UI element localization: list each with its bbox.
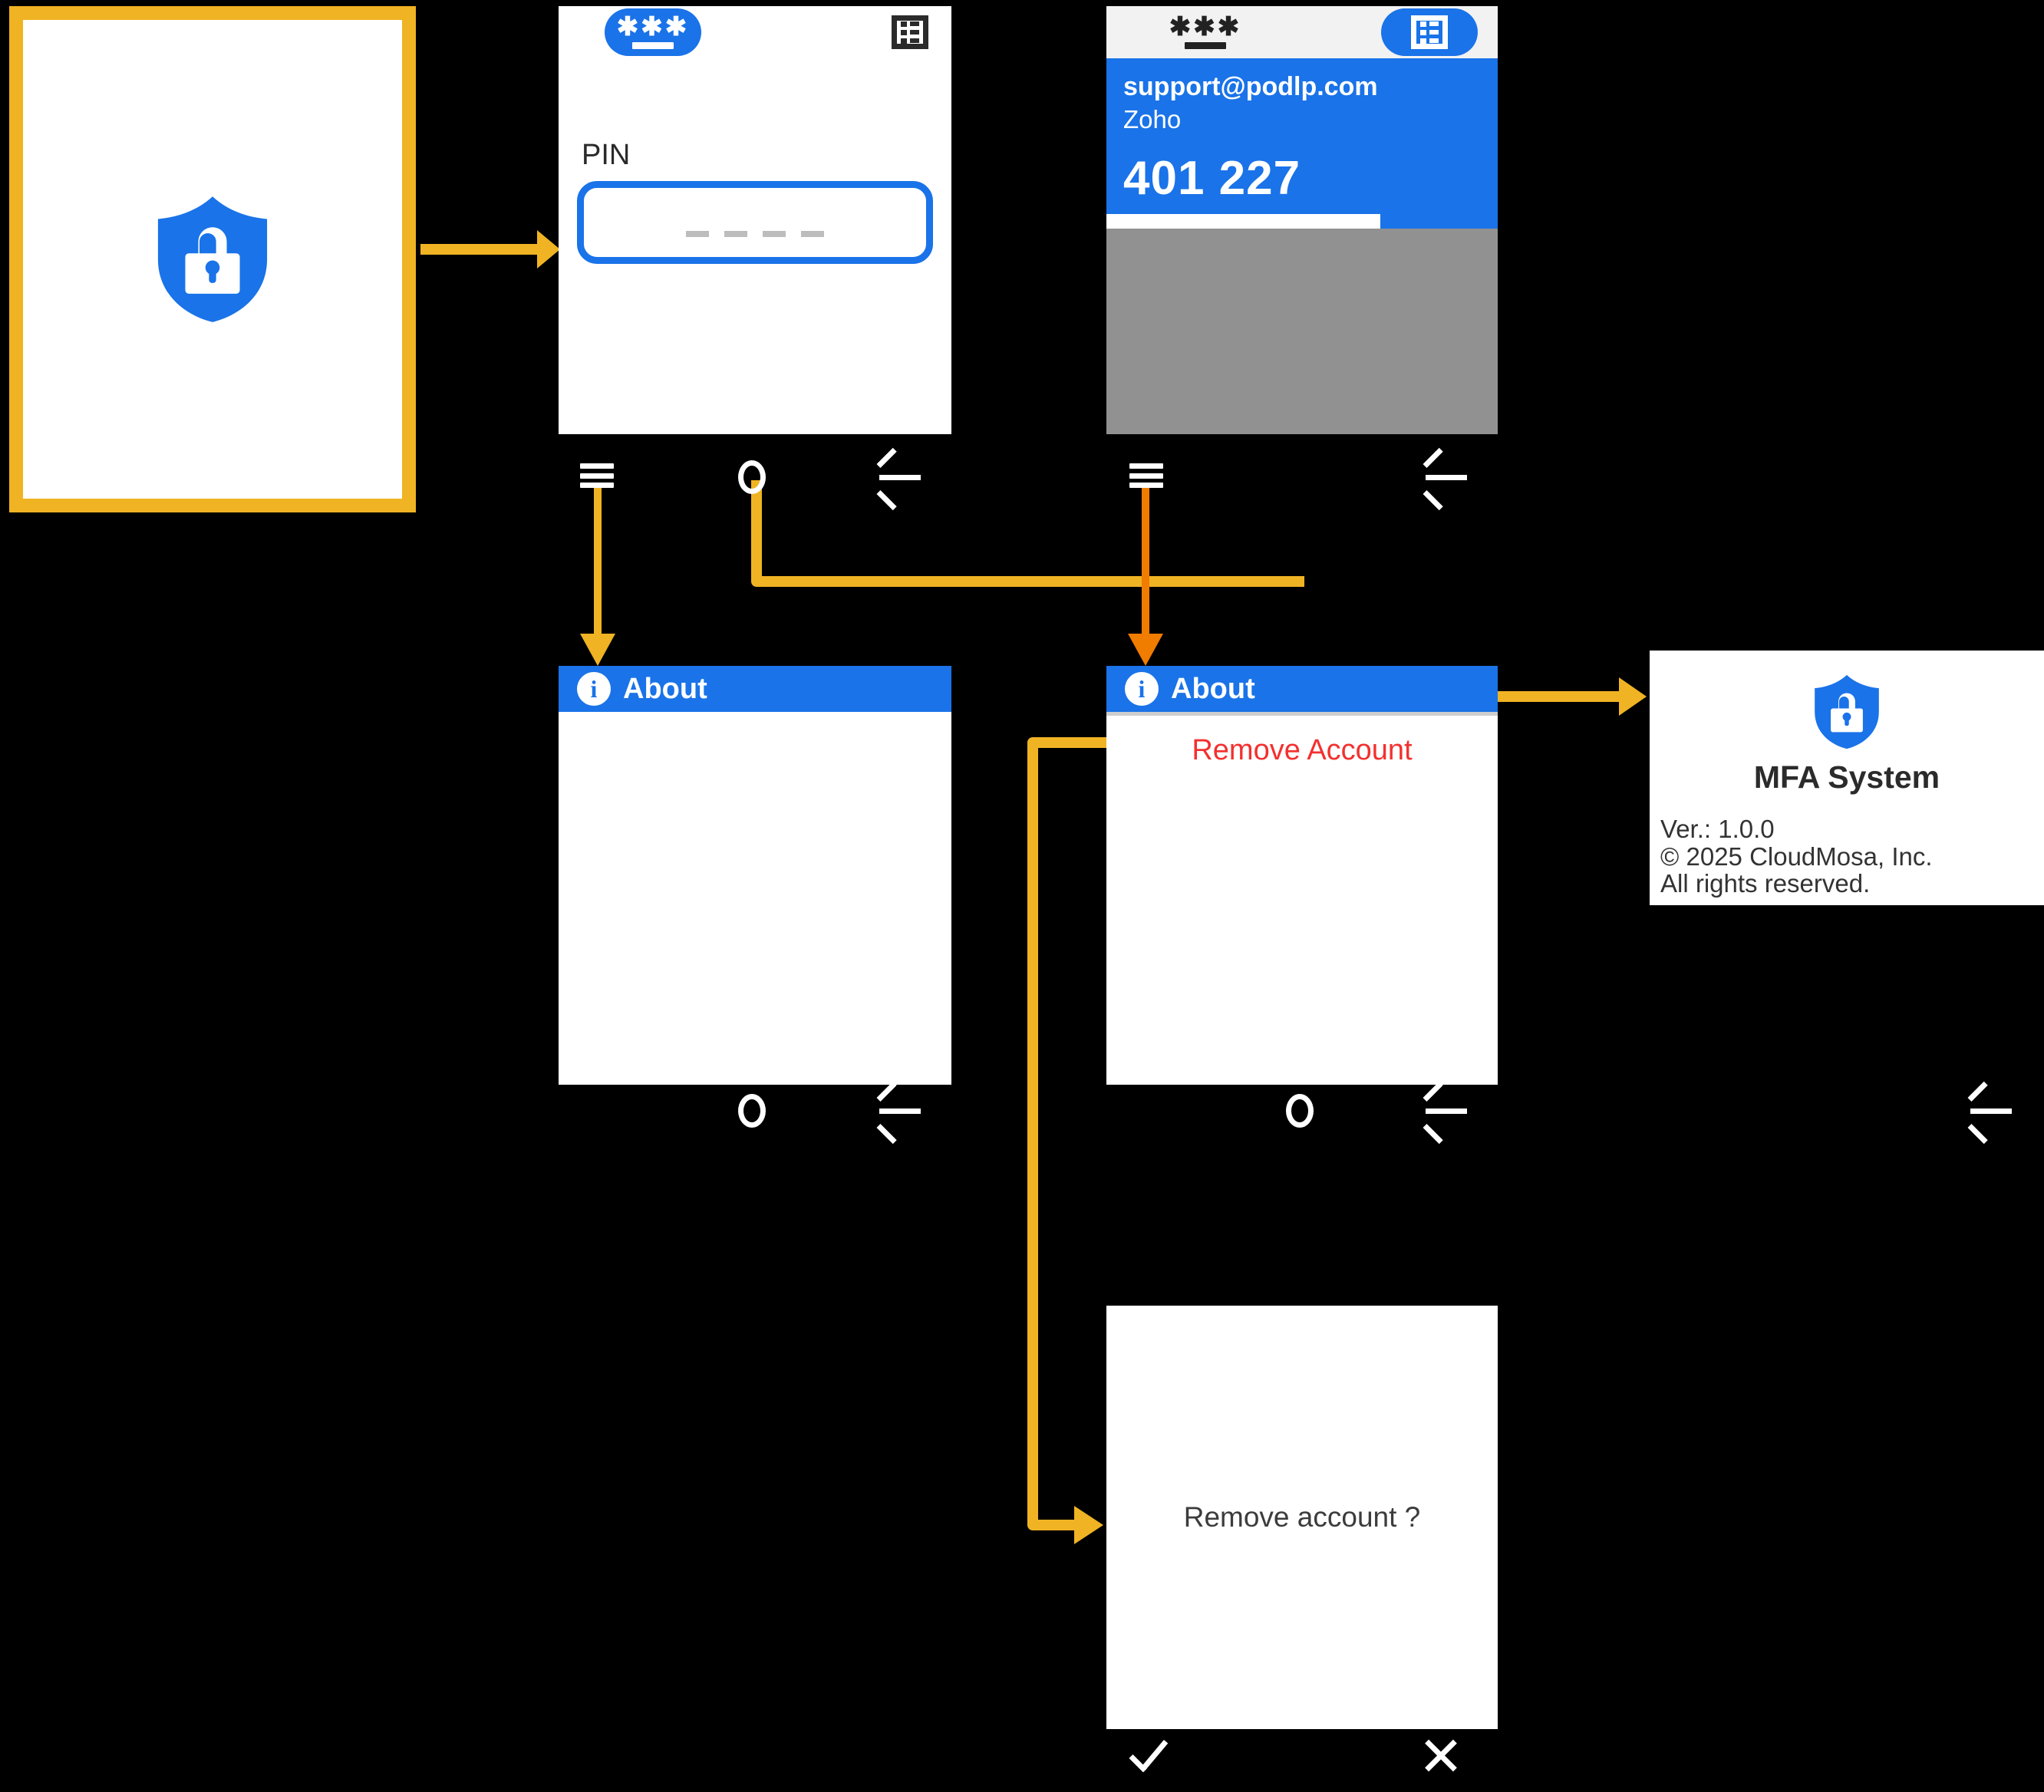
divider [1106,712,1498,716]
password-stars: ✱✱✱ [616,12,690,41]
rights-line: All rights reserved. [1660,869,1871,898]
otp-account-card[interactable]: support@podlp.com Zoho 401 227 [1106,58,1498,229]
password-underline [1185,42,1226,50]
pin-dash [801,231,824,237]
copyright-line: © 2025 CloudMosa, Inc. [1660,842,1933,871]
shield-lock-icon [157,196,268,322]
info-icon: i [1125,672,1159,706]
otp-toolbar: ✱✱✱ [1106,6,1498,58]
pin-screen: ✱✱✱ PIN [559,6,951,434]
about-header: i About [559,666,951,712]
copyright-block: Ver.: 1.0.0 © 2025 CloudMosa, Inc. All r… [1650,815,1933,898]
about-title: About [623,672,707,705]
connector-pin-menu-to-about [580,483,615,666]
pin-navbar [559,447,951,511]
confirm-button[interactable] [1129,1737,1171,1774]
mfa-info-navbar [1650,1081,2044,1145]
account-issuer: Zoho [1123,105,1182,133]
home-button[interactable] [738,1094,766,1128]
home-circle-icon [738,1094,766,1128]
back-button[interactable] [1966,1081,2013,1145]
shield-lock-icon [1815,674,1879,749]
home-button[interactable] [1286,1094,1314,1128]
about-left-navbar [559,1081,951,1145]
pin-label: PIN [582,139,631,171]
hamburger-icon [1129,463,1163,488]
otp-progress-bar [1106,214,1498,229]
list-view-icon[interactable] [1381,8,1478,56]
info-icon: i [577,672,611,706]
connector-about-to-mfa-info [1498,677,1647,716]
back-button[interactable] [1421,1081,1469,1145]
password-stars: ✱✱✱ [1169,12,1242,41]
pin-dash [686,231,709,237]
otp-empty-list-area [1106,229,1498,434]
version-line: Ver.: 1.0.0 [1660,815,1775,843]
otp-code: 401 227 [1123,152,1301,205]
back-button[interactable] [875,1081,922,1145]
back-arrow-icon [875,447,922,511]
remove-account-confirm-screen: Remove account ? [1106,1306,1498,1729]
home-circle-icon [1286,1094,1314,1128]
about-screen-right: i About Remove Account [1106,666,1498,1085]
about-title: About [1171,672,1255,705]
about-right-navbar [1106,1081,1498,1145]
list-view-icon[interactable] [892,15,928,49]
connector-otp-menu-to-about [1128,483,1163,666]
cancel-button[interactable] [1423,1737,1459,1774]
close-x-icon [1423,1737,1459,1774]
connector-splash-to-pin [420,230,560,268]
account-email: support@podlp.com [1123,72,1378,101]
password-underline [632,42,674,50]
pin-input[interactable] [577,181,933,264]
pin-dash [724,231,747,237]
back-arrow-icon [1966,1081,2013,1145]
menu-button[interactable] [580,463,614,488]
about-screen-left: i About [559,666,951,1085]
home-button[interactable] [738,460,766,494]
list-glyph [1411,15,1448,49]
otp-progress-fill [1106,214,1380,229]
back-arrow-icon [1421,447,1469,511]
back-button[interactable] [875,447,922,511]
otp-navbar [1106,447,1498,511]
pin-dash [763,231,786,237]
confirm-navbar [1106,1732,1498,1786]
pin-toolbar: ✱✱✱ [559,6,951,58]
password-asterisks-icon[interactable]: ✱✱✱ [605,8,701,56]
about-header: i About [1106,666,1498,712]
back-arrow-icon [875,1081,922,1145]
mfa-info-screen: MFA System Ver.: 1.0.0 © 2025 CloudMosa,… [1650,651,2044,905]
otp-screen: ✱✱✱ support@podlp.com Zoho 401 227 [1106,6,1498,434]
check-icon [1129,1737,1171,1774]
app-name: MFA System [1753,759,1940,795]
remove-account-menu-item[interactable]: Remove Account [1192,734,1413,766]
menu-button[interactable] [1129,463,1163,488]
hamburger-icon [580,463,614,488]
back-button[interactable] [1421,447,1469,511]
splash-screen [9,6,416,512]
back-arrow-icon [1421,1081,1469,1145]
confirm-message: Remove account ? [1183,1501,1421,1533]
password-asterisks-icon[interactable]: ✱✱✱ [1157,8,1254,56]
home-circle-icon [738,460,766,494]
